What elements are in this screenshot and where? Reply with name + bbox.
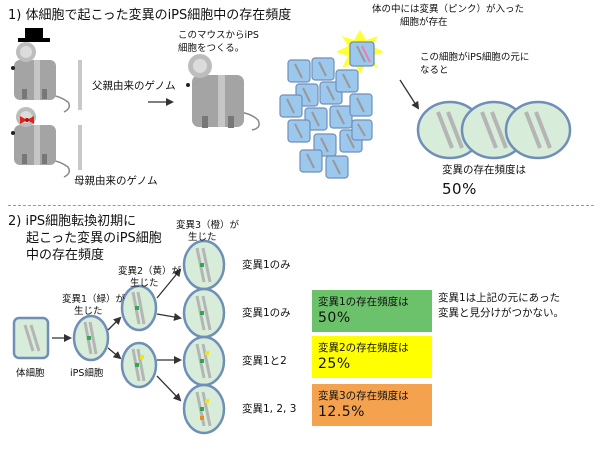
outcome-1: 変異1のみ: [242, 259, 291, 271]
ips-cell-gen3-2: [182, 287, 226, 339]
mouse-note-line2: 細胞をつくる。: [178, 43, 245, 54]
top-hat-icon: [18, 28, 50, 42]
section2-title-line3: 中の存在頻度: [26, 248, 105, 263]
arrow-gen2-top-up: [156, 268, 182, 299]
section-divider: [8, 205, 594, 206]
mutation2-note-line1: 変異2（黄）が: [118, 266, 182, 277]
mutation2-note-line2: 生じた: [130, 278, 159, 289]
side-note-line2: 変異と見分けがつかない。: [438, 307, 564, 319]
ips-cell-gen3-4: [182, 383, 226, 435]
arrow-gen2-bottom-down: [156, 375, 182, 402]
section2-title-line1: 2) iPS細胞転換初期に: [8, 214, 137, 229]
mutation1-frequency-box: 変異1の存在頻度は 50%: [312, 290, 432, 332]
mutation3-frequency-label: 変異3の存在頻度は: [318, 390, 409, 402]
arrow-gen1-up: [107, 316, 122, 331]
outcome-2: 変異1のみ: [242, 307, 291, 319]
section1-title: 1) 体細胞で起こった変異のiPS細胞中の存在頻度: [8, 8, 292, 23]
arrow-gen1-down: [107, 347, 122, 360]
frequency-label: 変異の存在頻度は: [442, 164, 526, 176]
dividing-cells: [416, 100, 572, 160]
mutation2-frequency-box: 変異2の存在頻度は 25%: [312, 336, 432, 378]
mutation3-frequency-value: 12.5%: [318, 404, 365, 420]
origin-note-line2: なると: [420, 65, 449, 76]
mutation3-frequency-box: 変異3の存在頻度は 12.5%: [312, 384, 432, 426]
ips-cell-label: iPS細胞: [70, 368, 104, 379]
mother-mouse: [11, 107, 71, 178]
offspring-mouse: [186, 54, 260, 131]
somatic-cell: [12, 316, 50, 360]
mutation2-frequency-label: 変異2の存在頻度は: [318, 342, 409, 354]
arrow-gen2-top-down: [156, 313, 182, 321]
mutation1-note-line2: 生じた: [74, 306, 103, 317]
ips-cell-gen3-1: [182, 239, 226, 291]
mutation3-note-line1: 変異3（橙）が: [176, 220, 240, 231]
highlighted-cell: [336, 30, 384, 74]
paternal-genome-label: 父親由来のゲノム: [92, 80, 176, 92]
maternal-chromosome: [78, 125, 82, 170]
cell-cluster: [279, 57, 373, 179]
paternal-chromosome: [78, 60, 82, 110]
pink-note-line2: 細胞が存在: [400, 17, 448, 28]
somatic-cell-label: 体細胞: [16, 368, 45, 379]
origin-note-line1: この細胞がiPS細胞の元に: [420, 52, 530, 63]
section2-title-line2: 起こった変異のiPS細胞: [26, 231, 162, 246]
outcome-4: 変異1, 2, 3: [242, 403, 297, 415]
arrow-to-origin-cell: [399, 79, 420, 110]
ips-cell-gen2-bottom: [120, 341, 158, 389]
side-note-line1: 変異1は上記の元にあった: [438, 292, 561, 304]
mutation1-note-line1: 変異1（緑）が: [62, 294, 126, 305]
pink-note-line1: 体の中には変異（ピンク）が入った: [372, 4, 525, 15]
mutation2-frequency-value: 25%: [318, 356, 351, 372]
outcome-3: 変異1と2: [242, 355, 287, 367]
mutation1-frequency-label: 変異1の存在頻度は: [318, 296, 409, 308]
mouse-note-line1: このマウスからiPS: [178, 30, 259, 41]
frequency-value: 50%: [442, 180, 477, 198]
red-bow-icon: [20, 116, 34, 124]
ips-cell-gen3-3: [182, 335, 226, 387]
mutation1-frequency-value: 50%: [318, 310, 351, 326]
maternal-genome-label: 母親由来のゲノム: [74, 175, 158, 187]
mutation3-note-line2: 生じた: [188, 232, 217, 243]
ips-cell-gen2-top: [120, 284, 158, 332]
father-mouse: [11, 42, 71, 113]
ips-cell-gen1: [72, 314, 110, 362]
